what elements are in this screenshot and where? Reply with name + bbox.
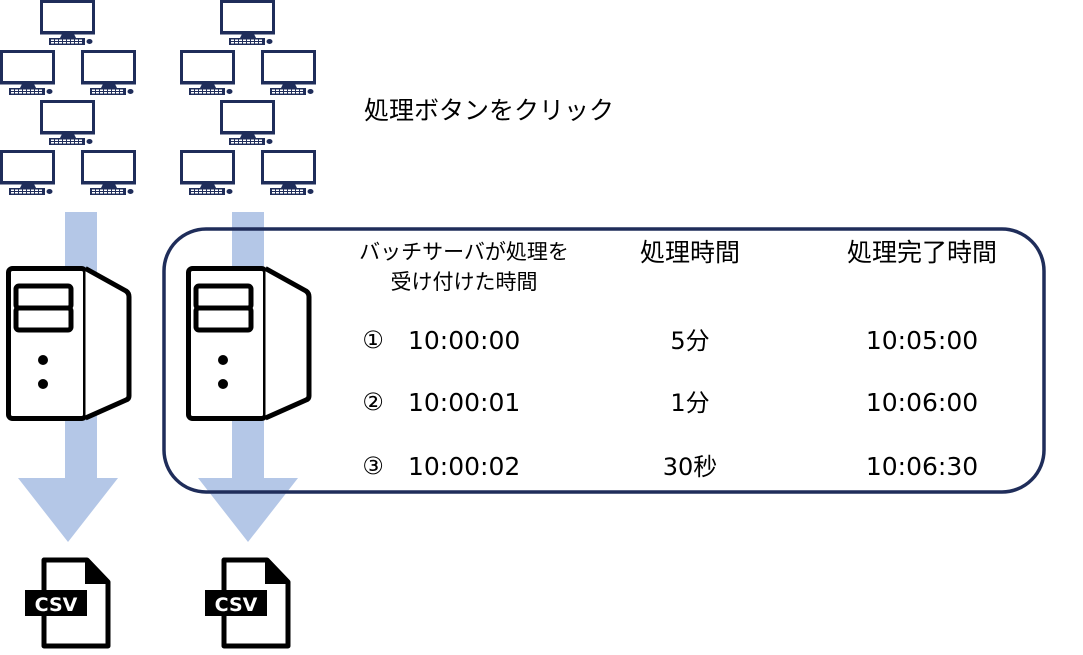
- computer-icon: [220, 0, 276, 46]
- computer-icon: [0, 150, 56, 196]
- received-time: 10:00:02: [408, 452, 520, 481]
- header-received-time: バッチサーバが処理を: [359, 240, 569, 264]
- header-received-time-2: 受け付けた時間: [391, 270, 538, 294]
- computer-icon: [81, 150, 137, 196]
- server-icon: [189, 269, 310, 419]
- received-time: 10:00:00: [408, 326, 520, 355]
- arrow-head: [18, 478, 118, 542]
- arrow-head: [198, 478, 298, 542]
- completed-time: 10:05:00: [866, 326, 978, 355]
- instruction-text: 処理ボタンをクリック: [364, 96, 614, 125]
- server-icon: [9, 269, 130, 419]
- computer-icon: [0, 50, 56, 96]
- duration: 30秒: [663, 453, 718, 481]
- row-marker: ②: [362, 388, 384, 416]
- duration: 1分: [670, 389, 709, 417]
- timing-table-frame: [162, 227, 1046, 494]
- header-duration: 処理時間: [640, 238, 740, 267]
- table-row: ② 10:00:01 1分 10:06:00: [362, 388, 978, 417]
- csv-label: CSV: [215, 594, 258, 616]
- table-row: ③ 10:00:02 30秒 10:06:30: [362, 452, 978, 481]
- computer-icon: [180, 150, 236, 196]
- timing-table: バッチサーバが処理を 受け付けた時間 処理時間 処理完了時間 ① 10:00:0…: [359, 238, 997, 481]
- csv-label: CSV: [35, 594, 78, 616]
- row-marker: ③: [362, 452, 384, 480]
- duration: 5分: [670, 327, 709, 355]
- computer-icon: [261, 50, 317, 96]
- computer-icon: [40, 0, 96, 46]
- client-group-1: CSV: [0, 0, 137, 647]
- completed-time: 10:06:30: [866, 452, 978, 481]
- client-group-2: CSV: [180, 0, 317, 647]
- computer-icon: [40, 100, 96, 146]
- row-marker: ①: [362, 326, 384, 354]
- table-row: ① 10:00:00 5分 10:05:00: [362, 326, 978, 355]
- header-completed: 処理完了時間: [847, 238, 997, 267]
- received-time: 10:00:01: [408, 388, 520, 417]
- computer-icon: [180, 50, 236, 96]
- completed-time: 10:06:00: [866, 388, 978, 417]
- computer-icon: [81, 50, 137, 96]
- computer-icon: [261, 150, 317, 196]
- computer-icon: [220, 100, 276, 146]
